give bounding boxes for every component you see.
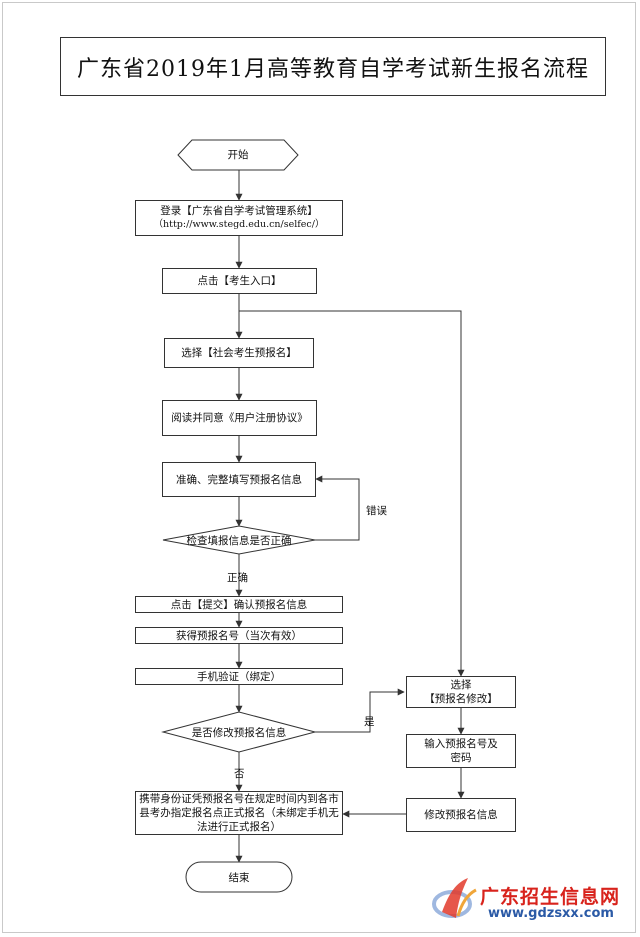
- end-label: 结束: [228, 872, 250, 884]
- final-text-line1: 携带身份证凭预报名号在规定时间内到各市: [139, 793, 339, 805]
- watermark-logo-icon: [432, 878, 477, 918]
- input-text-line2: 密码: [450, 752, 472, 764]
- get-number-text: 获得预报名号（当次有效）: [176, 629, 302, 642]
- page-title: 广东省2019年1月高等教育自学考试新生报名流程: [60, 37, 606, 96]
- click-entry-box: 点击【考生入口】: [162, 268, 317, 294]
- fill-info-box: 准确、完整填写预报名信息: [162, 462, 316, 497]
- click-entry-text: 点击【考生入口】: [197, 275, 282, 287]
- submit-box: 点击【提交】确认预报名信息: [135, 596, 343, 613]
- phone-verify-text: 手机验证（绑定）: [197, 670, 281, 683]
- correct-label: 正确: [227, 572, 248, 584]
- submit-text: 点击【提交】确认预报名信息: [170, 598, 308, 611]
- read-agree-text: 阅读并同意《用户注册协议》: [171, 412, 308, 424]
- choose-social-box: 选择【社会考生预报名】: [164, 338, 314, 368]
- modify-question-label: 是否修改预报名信息: [191, 727, 287, 739]
- watermark-site-url: www.gdzsxx.com: [488, 906, 614, 921]
- arrow-error-loop: [315, 475, 360, 541]
- choose-modify-box: 选择 【预报名修改】: [406, 676, 516, 708]
- input-text-line1: 输入预报名号及: [424, 738, 498, 750]
- yes-label: 是: [364, 716, 375, 728]
- login-text-line2: （http://www.stegd.edu.cn/selfec/）: [153, 219, 325, 230]
- no-label: 否: [234, 768, 245, 780]
- input-number-box: 输入预报名号及 密码: [406, 734, 516, 768]
- final-text-line2: 县考办指定报名点正式报名（未绑定手机无: [139, 807, 339, 819]
- check-info-label: 检查填报信息是否正确: [186, 535, 292, 547]
- choose-modify-text-line2: 【预报名修改】: [424, 693, 498, 705]
- login-text-line1: 登录【广东省自学考试管理系统】: [160, 205, 318, 217]
- fill-info-text: 准确、完整填写预报名信息: [176, 473, 302, 486]
- phone-verify-box: 手机验证（绑定）: [135, 668, 343, 685]
- modify-info-text: 修改预报名信息: [424, 809, 498, 821]
- title-text: 广东省2019年1月高等教育自学考试新生报名流程: [77, 56, 589, 82]
- get-number-box: 获得预报名号（当次有效）: [135, 627, 343, 644]
- arrow-entry-modify: [239, 310, 465, 677]
- watermark: 广东招生信息网 www.gdzsxx.com: [428, 872, 628, 928]
- login-box: 登录【广东省自学考试管理系统】 （http://www.stegd.edu.cn…: [135, 200, 343, 236]
- modify-info-box: 修改预报名信息: [406, 798, 516, 832]
- error-label: 错误: [366, 505, 387, 517]
- final-registration-box: 携带身份证凭预报名号在规定时间内到各市 县考办指定报名点正式报名（未绑定手机无 …: [135, 791, 343, 835]
- start-shape: [177, 139, 299, 171]
- final-text-line3: 法进行正式报名）: [197, 821, 281, 833]
- watermark-site-name: 广东招生信息网: [480, 886, 621, 908]
- read-agree-box: 阅读并同意《用户注册协议》: [162, 400, 317, 436]
- arrow-yes-modify: [315, 688, 405, 733]
- choose-social-text: 选择【社会考生预报名】: [181, 347, 297, 359]
- choose-modify-text-line1: 选择: [450, 679, 472, 691]
- start-label: 开始: [227, 149, 249, 161]
